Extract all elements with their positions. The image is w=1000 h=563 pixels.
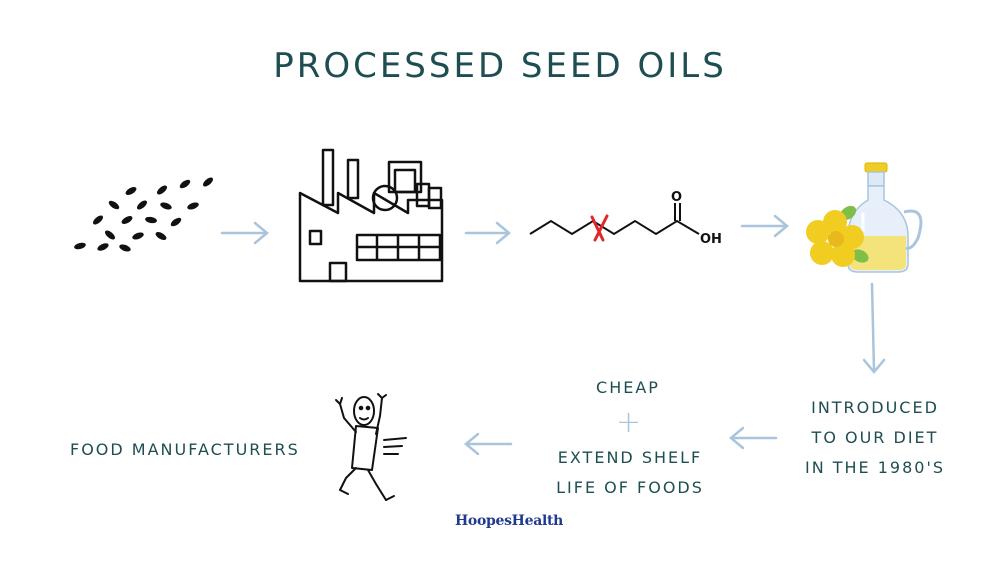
hydroxyl-label: OH [700,232,722,247]
shelf-line-1: EXTEND SHELF [557,448,703,467]
introduced-line-2: TO OUR DIET [811,428,939,447]
arrow-right-2 [464,221,511,245]
page-title: PROCESSED SEED OILS [273,46,727,86]
plus-sign: + [616,405,642,440]
cheap-label: CHEAP [596,378,660,397]
introduced-line-3: IN THE 1980'S [804,458,946,477]
flower-icon [806,205,869,267]
introduced-label: INTRODUCED TO OUR DIET IN THE 1980'S [800,393,950,483]
fatty-acid-molecule: O OH [529,190,722,247]
introduced-line-1: INTRODUCED [811,398,939,417]
factory-icon [298,148,444,283]
running-person-icon [335,393,407,501]
seeds-icon [74,177,213,252]
food-manufacturers-label: FOOD MANUFACTURERS [70,440,300,459]
brand-logo: HoopesHealth [455,513,564,529]
arrow-left-1 [729,426,778,450]
carbonyl-oxygen-label: O [671,190,682,205]
shelf-life-label: EXTEND SHELF LIFE OF FOODS [545,443,715,503]
arrow-right-1 [220,221,269,245]
shelf-line-2: LIFE OF FOODS [556,478,704,497]
arrow-left-2 [464,432,513,456]
arrow-right-3 [740,214,789,238]
red-x-mark [590,214,609,242]
arrow-down [862,282,886,374]
